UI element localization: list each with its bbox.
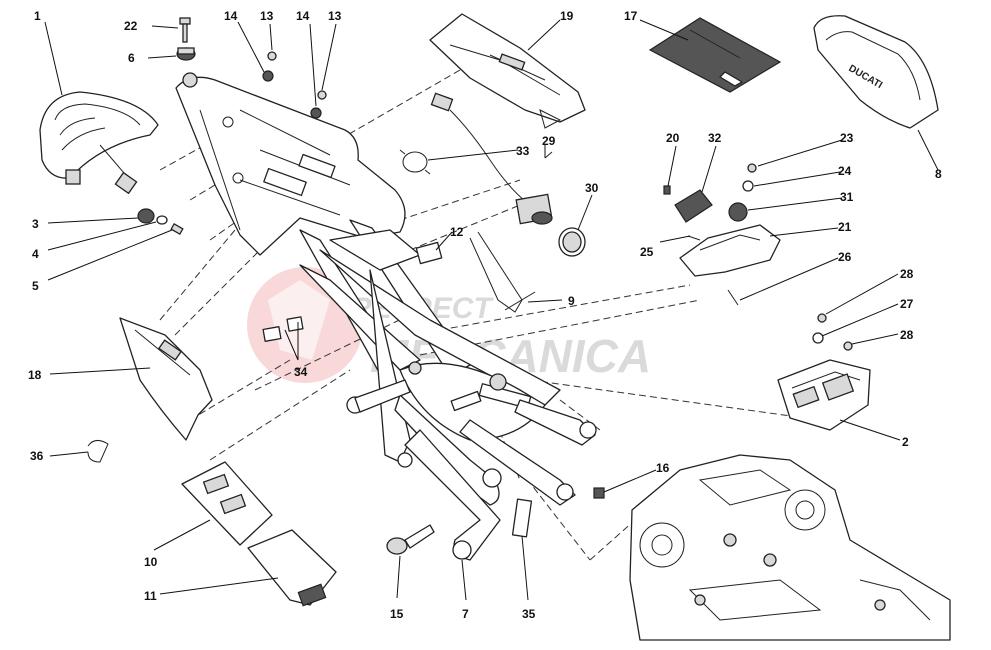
labels-34 [262, 316, 304, 342]
leader-lines [44, 19, 939, 601]
callout-17: 17 [624, 9, 638, 23]
callout-12: 12 [450, 225, 464, 239]
callout-1: 1 [34, 9, 41, 23]
callout-27: 27 [900, 297, 914, 311]
clamp-33 [399, 149, 431, 175]
bolt-22 [179, 17, 191, 43]
callout-28: 28 [900, 267, 914, 281]
cover-10 [181, 461, 273, 546]
module-bracket-group [663, 163, 781, 306]
callout-6: 6 [128, 51, 135, 65]
callout-26: 26 [838, 250, 852, 264]
bracket-2 [777, 313, 871, 431]
power-socket-29 [430, 92, 553, 225]
callout-13: 13 [260, 9, 274, 23]
callout-14: 14 [224, 9, 238, 23]
callout-34: 34 [294, 365, 308, 379]
hardware-3-4-5 [137, 208, 184, 235]
battery-11 [247, 529, 337, 607]
callout-33: 33 [516, 144, 530, 158]
clip-16 [593, 487, 605, 499]
callout-4: 4 [32, 247, 39, 261]
callout-3: 3 [32, 217, 39, 231]
callouts: 1 22 6 14 13 14 13 19 17 8 33 29 30 20 3… [28, 9, 942, 621]
engine-block [629, 454, 951, 641]
callout-29: 29 [542, 134, 556, 148]
hook-9 [469, 231, 536, 313]
callout-2: 2 [902, 435, 909, 449]
side-panel-18 [119, 317, 213, 441]
upper-cover-19 [429, 13, 586, 129]
callout-19: 19 [560, 9, 574, 23]
callout-28: 28 [900, 328, 914, 342]
callout-21: 21 [838, 220, 852, 234]
callout-22: 22 [124, 19, 138, 33]
tail-light [39, 91, 159, 195]
callout-7: 7 [462, 607, 469, 621]
callout-23: 23 [840, 131, 854, 145]
callout-24: 24 [838, 164, 852, 178]
callout-14: 14 [296, 9, 310, 23]
callout-18: 18 [28, 368, 42, 382]
bolt-15 [386, 524, 435, 555]
callout-10: 10 [144, 555, 158, 569]
callout-36: 36 [30, 449, 44, 463]
callout-20: 20 [666, 131, 680, 145]
callout-15: 15 [390, 607, 404, 621]
callout-8: 8 [935, 167, 942, 181]
rear-subframe [175, 72, 597, 561]
callout-25: 25 [640, 245, 654, 259]
callout-11: 11 [144, 589, 157, 603]
fasteners-13-14 [262, 51, 327, 119]
label-35 [511, 498, 533, 538]
clip-36 [87, 440, 109, 463]
callout-16: 16 [656, 461, 670, 475]
callout-35: 35 [522, 607, 536, 621]
callout-32: 32 [708, 131, 722, 145]
socket-cap-30 [558, 227, 586, 257]
seat-kit-8: DUCATI [813, 15, 939, 129]
label-12 [415, 241, 443, 265]
callout-5: 5 [32, 279, 39, 293]
callout-30: 30 [585, 181, 599, 195]
callout-9: 9 [568, 294, 575, 308]
callout-31: 31 [840, 190, 854, 204]
grommet-6 [176, 47, 196, 61]
callout-13: 13 [328, 9, 342, 23]
tool-kit-17 [648, 17, 782, 93]
